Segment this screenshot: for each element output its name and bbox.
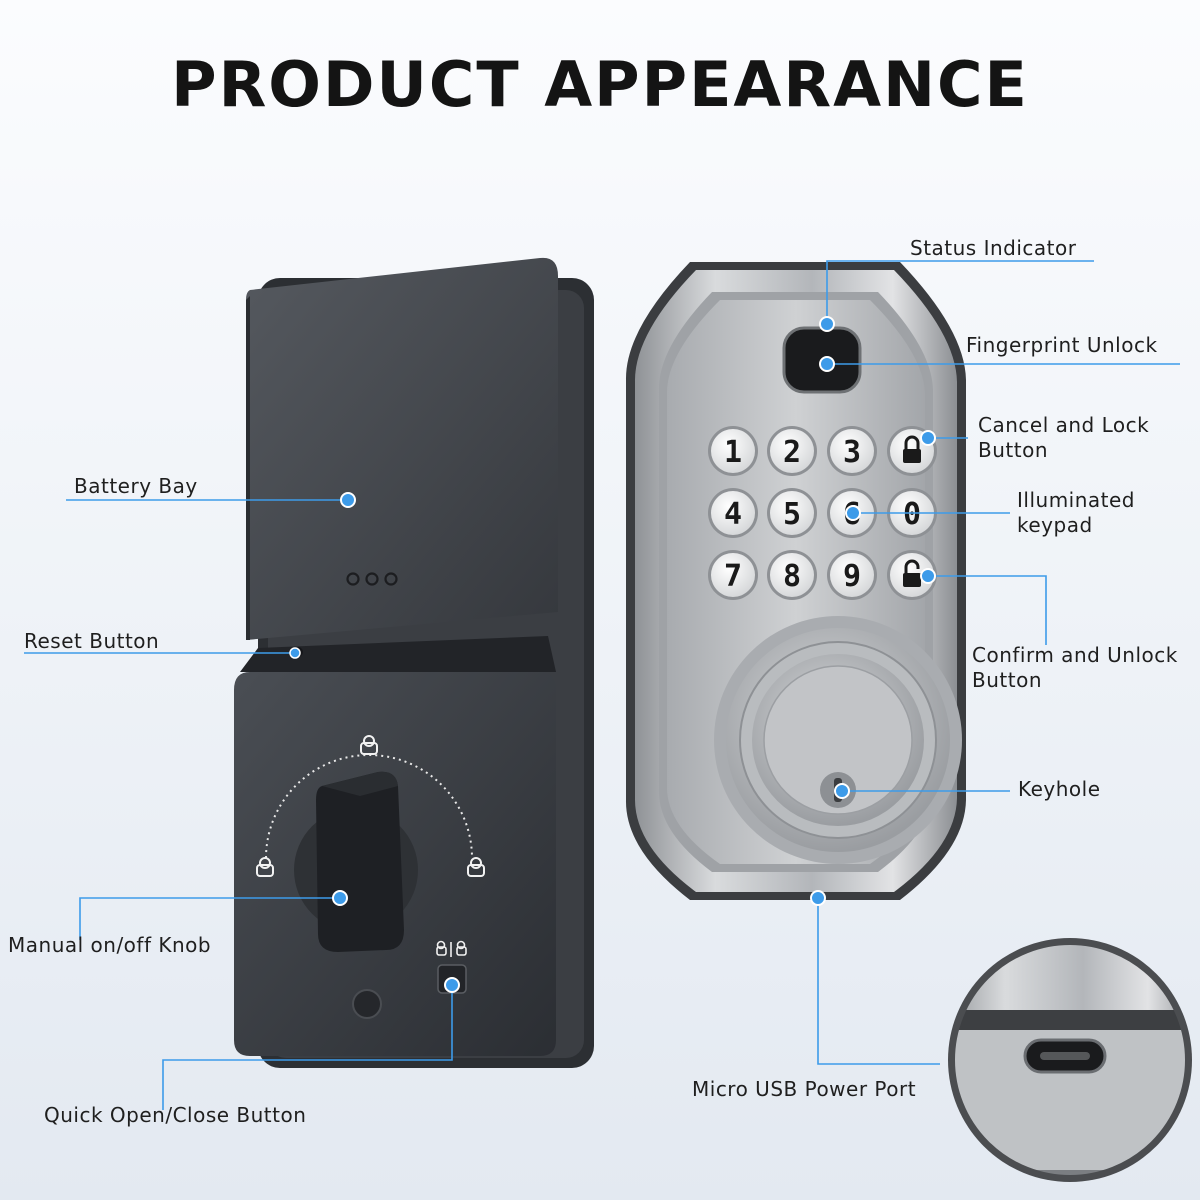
keypad-digit: 7 (724, 559, 742, 594)
label-manual-knob: Manual on/off Knob (8, 933, 212, 957)
keypad-digit: 9 (843, 559, 861, 594)
keypad-digit: 5 (783, 497, 801, 532)
illuminated-keypad-dot (845, 505, 861, 521)
confirm-unlock-dot (920, 568, 936, 584)
keypad-key-9[interactable]: 9 (827, 550, 877, 600)
page-title: PRODUCT APPEARANCE (171, 48, 1029, 121)
label-confirm-unlock-line1: Confirm and Unlock (972, 643, 1178, 667)
keyhole-dot (834, 783, 850, 799)
label-illuminated-line2: keypad (1017, 513, 1093, 537)
label-status-indicator: Status Indicator (910, 236, 1077, 260)
battery-bay-dot (340, 492, 356, 508)
label-confirm-unlock-line2: Button (972, 668, 1042, 692)
lock-icon (903, 435, 921, 463)
manual-knob (316, 771, 404, 952)
keypad-key-2[interactable]: 2 (767, 426, 817, 476)
label-battery-bay: Battery Bay (74, 474, 198, 498)
keypad-digit: 4 (724, 497, 742, 532)
label-cancel-lock-line2: Button (978, 438, 1048, 462)
keypad-digit: 2 (783, 435, 801, 470)
status-indicator-dot (819, 316, 835, 332)
label-illuminated-line1: Illuminated (1017, 488, 1135, 512)
battery-cover (246, 257, 558, 640)
label-usb-port: Micro USB Power Port (692, 1077, 917, 1101)
keypad-key-3[interactable]: 3 (827, 426, 877, 476)
keypad-digit: 3 (843, 435, 861, 470)
keypad: 1234560789 (708, 426, 937, 600)
interior-unit (234, 257, 594, 1068)
callout-dots (289, 316, 936, 993)
label-cancel-lock-line1: Cancel and Lock (978, 413, 1150, 437)
cancel-lock-dot (920, 430, 936, 446)
manual-knob-dot (332, 890, 348, 906)
usb-zoom-inset (948, 938, 1192, 1182)
keypad-key-7[interactable]: 7 (708, 550, 758, 600)
keypad-key-5[interactable]: 5 (767, 488, 817, 538)
keypad-key-8[interactable]: 8 (767, 550, 817, 600)
quick-open-dot (444, 977, 460, 993)
label-keyhole: Keyhole (1018, 777, 1101, 801)
keypad-digit: 0 (903, 497, 921, 532)
callout-lines (24, 260, 1180, 1110)
keypad-digit: 1 (724, 435, 742, 470)
keypad-key-1[interactable]: 1 (708, 426, 758, 476)
keypad-digit: 8 (783, 559, 801, 594)
keypad-key-unlock[interactable] (887, 550, 937, 600)
usb-port-dot (810, 890, 826, 906)
label-reset-button: Reset Button (24, 629, 160, 653)
fingerprint-dot (819, 356, 835, 372)
reset-button-dot (289, 647, 301, 659)
keypad-key-4[interactable]: 4 (708, 488, 758, 538)
label-quick-open: Quick Open/Close Button (44, 1103, 307, 1127)
unlock-icon (903, 559, 921, 587)
deadbolt-cylinder (714, 616, 962, 864)
label-fingerprint-unlock: Fingerprint Unlock (966, 333, 1158, 357)
